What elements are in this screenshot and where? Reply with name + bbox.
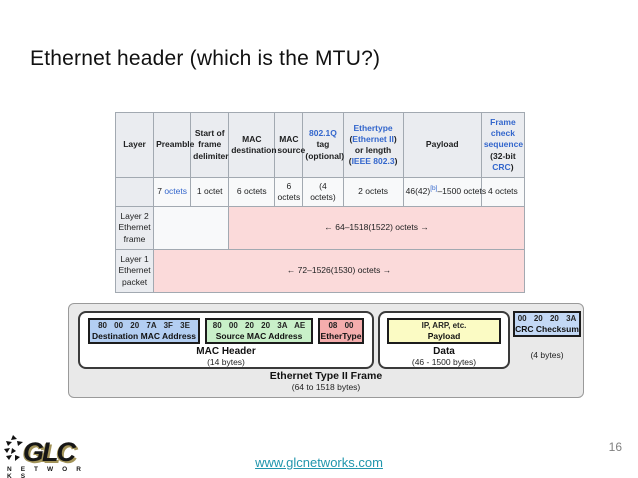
crc-label: CRC Checksum bbox=[515, 324, 579, 334]
ethertype-mid: ) or length ( bbox=[348, 133, 397, 167]
size-ethertype: 2 octets bbox=[342, 177, 404, 207]
col-header-fcs: Frame check sequence (32-bit CRC) bbox=[480, 112, 526, 178]
table-sizes-row: 7 octets 1 octet 6 octets 6 octets (4 oc… bbox=[114, 177, 526, 207]
col-header-sfd: Start of frame delimiter bbox=[190, 112, 230, 178]
table-header-row: Layer Preamble Start of frame delimiter … bbox=[114, 112, 526, 178]
col-header-layer: Layer bbox=[114, 112, 155, 178]
payload-protocols: IP, ARP, etc. bbox=[421, 321, 467, 330]
size-mac-source: 6 octets bbox=[274, 177, 304, 207]
crc-hex: 00 20 20 3A bbox=[517, 314, 577, 323]
destination-mac-box: 80 00 20 7A 3F 3E Destination MAC Addres… bbox=[88, 318, 200, 344]
payload-size-pre: 46(42) bbox=[405, 186, 431, 197]
dot1q-rest: tag (optional) bbox=[305, 139, 345, 161]
size-dot1q: (4 octets) bbox=[302, 177, 344, 207]
table-layer2-row: Layer 2 Ethernet frame ← 64–1518(1522) o… bbox=[114, 206, 525, 250]
link-ieee-802-3: IEEE 802.3 bbox=[351, 156, 395, 167]
ethertype-box: 08 00 EtherType bbox=[318, 318, 364, 344]
col-header-payload: Payload bbox=[402, 112, 482, 178]
link-802-1q: 802.1Q bbox=[309, 128, 337, 139]
glcnetworks-website-link[interactable]: www.glcnetworks.com bbox=[255, 455, 383, 470]
link-ethernet-ii: Ethernet II bbox=[352, 133, 394, 144]
ethertype-close: ) bbox=[394, 156, 398, 167]
glc-starburst-icon bbox=[4, 435, 23, 461]
source-mac-label: Source MAC Address bbox=[215, 331, 303, 341]
glc-networks-logo: GLC N E T W O R K S bbox=[3, 433, 93, 478]
frame-caption: Ethernet Type II Frame (64 to 1518 bytes… bbox=[69, 370, 583, 393]
col-header-dot1q: 802.1Q tag (optional) bbox=[302, 112, 345, 178]
payload-size-post: –1500 octets bbox=[437, 186, 487, 197]
glc-logo-text: GLC bbox=[23, 437, 76, 467]
preamble-size-number: 7 bbox=[157, 186, 165, 197]
ethertype-label: EtherType bbox=[320, 331, 362, 341]
footnote-b-link: [b] bbox=[430, 185, 438, 193]
payload-label: Payload bbox=[427, 331, 461, 341]
ethernet-frame-wikitable: Layer Preamble Start of frame delimiter … bbox=[114, 112, 526, 293]
ethernet-type2-frame-diagram: 80 00 20 7A 3F 3E Destination MAC Addres… bbox=[68, 303, 584, 398]
col-header-preamble: Preamble bbox=[153, 112, 194, 178]
layer2-label: Layer 2 Ethernet frame bbox=[114, 206, 155, 250]
crc-section: 00 20 20 3A CRC Checksum (4 bytes) bbox=[513, 311, 581, 360]
ethertype-hex: 08 00 bbox=[328, 321, 354, 330]
size-fcs: 4 octets bbox=[480, 177, 526, 207]
size-sfd: 1 octet bbox=[190, 177, 230, 207]
mac-header-title: MAC Header bbox=[196, 346, 256, 357]
page-title: Ethernet header (which is the MTU?) bbox=[30, 47, 381, 70]
source-mac-hex: 80 00 20 20 3A AE bbox=[212, 321, 306, 330]
sizes-layer-cell bbox=[114, 177, 155, 207]
size-mac-destination: 6 octets bbox=[228, 177, 276, 207]
layer2-span-cell: ← 64–1518(1522) octets → bbox=[228, 206, 525, 250]
destination-mac-label: Destination MAC Address bbox=[91, 331, 197, 341]
link-ethertype: Ethertype bbox=[353, 122, 393, 133]
size-preamble: 7 octets bbox=[153, 177, 192, 207]
page-number: 16 bbox=[608, 440, 622, 454]
frame-title: Ethernet Type II Frame bbox=[269, 370, 383, 382]
link-octets: octets bbox=[164, 186, 187, 197]
table-layer1-row: Layer 1 Ethernet packet ← 72–1526(1530) … bbox=[114, 249, 525, 293]
fcs-mid: (32-bit bbox=[490, 150, 516, 161]
size-payload: 46(42)[b]–1500 octets bbox=[402, 177, 486, 207]
payload-box: IP, ARP, etc. Payload bbox=[387, 318, 501, 344]
data-title: Data bbox=[433, 346, 455, 357]
destination-mac-hex: 80 00 20 7A 3F 3E bbox=[98, 321, 190, 330]
source-mac-box: 80 00 20 20 3A AE Source MAC Address bbox=[205, 318, 313, 344]
glc-logo-subtext: N E T W O R K S bbox=[7, 466, 85, 478]
mac-header-group: 80 00 20 7A 3F 3E Destination MAC Addres… bbox=[78, 311, 374, 369]
layer1-label: Layer 1 Ethernet packet bbox=[114, 249, 155, 293]
data-group: IP, ARP, etc. Payload Data (46 - 1500 by… bbox=[378, 311, 510, 369]
col-header-mac-source: MAC source bbox=[274, 112, 305, 178]
frame-bytes: (64 to 1518 bytes) bbox=[291, 382, 361, 392]
col-header-ethertype: Ethertype (Ethernet II) or length (IEEE … bbox=[342, 112, 404, 178]
col-header-mac-destination: MAC destination bbox=[228, 112, 277, 178]
crc-box: 00 20 20 3A CRC Checksum bbox=[513, 311, 581, 337]
link-crc: CRC bbox=[492, 161, 511, 172]
layer1-span-cell: ← 72–1526(1530) octets → bbox=[153, 249, 525, 293]
data-bytes: (46 - 1500 bytes) bbox=[411, 357, 477, 367]
fcs-close: ) bbox=[510, 161, 514, 172]
ethertype-paren: ( bbox=[349, 133, 353, 144]
layer2-empty-cell bbox=[153, 206, 230, 250]
link-frame-check-sequence: Frame check sequence bbox=[483, 117, 524, 150]
mac-header-bytes: (14 bytes) bbox=[207, 357, 245, 367]
crc-bytes: (4 bytes) bbox=[530, 350, 564, 360]
